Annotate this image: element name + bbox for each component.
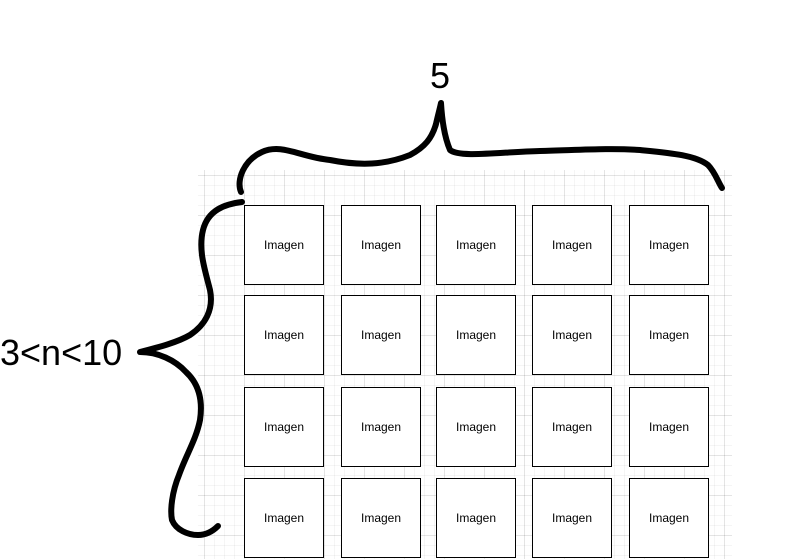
image-placeholder-tile: Imagen: [629, 295, 709, 375]
image-placeholder-tile: Imagen: [629, 387, 709, 467]
top-curly-brace: [236, 100, 725, 195]
image-placeholder-tile: Imagen: [244, 478, 324, 558]
image-placeholder-tile: Imagen: [341, 205, 421, 285]
image-placeholder-tile: Imagen: [244, 387, 324, 467]
image-placeholder-tile: Imagen: [629, 478, 709, 558]
image-placeholder-tile: Imagen: [436, 295, 516, 375]
image-placeholder-tile: Imagen: [341, 387, 421, 467]
image-placeholder-tile: Imagen: [436, 205, 516, 285]
image-placeholder-tile: Imagen: [532, 387, 612, 467]
row-count-label: 3<n<10: [0, 332, 123, 373]
image-placeholder-tile: Imagen: [532, 478, 612, 558]
image-placeholder-tile: Imagen: [436, 387, 516, 467]
left-curly-brace: [137, 199, 245, 538]
image-placeholder-tile: Imagen: [532, 205, 612, 285]
image-placeholder-tile: Imagen: [341, 295, 421, 375]
image-placeholder-tile: Imagen: [629, 205, 709, 285]
image-placeholder-tile: Imagen: [244, 295, 324, 375]
column-count-label: 5: [430, 55, 451, 96]
image-placeholder-tile: Imagen: [341, 478, 421, 558]
image-placeholder-tile: Imagen: [436, 478, 516, 558]
image-placeholder-tile: Imagen: [532, 295, 612, 375]
image-placeholder-tile: Imagen: [244, 205, 324, 285]
